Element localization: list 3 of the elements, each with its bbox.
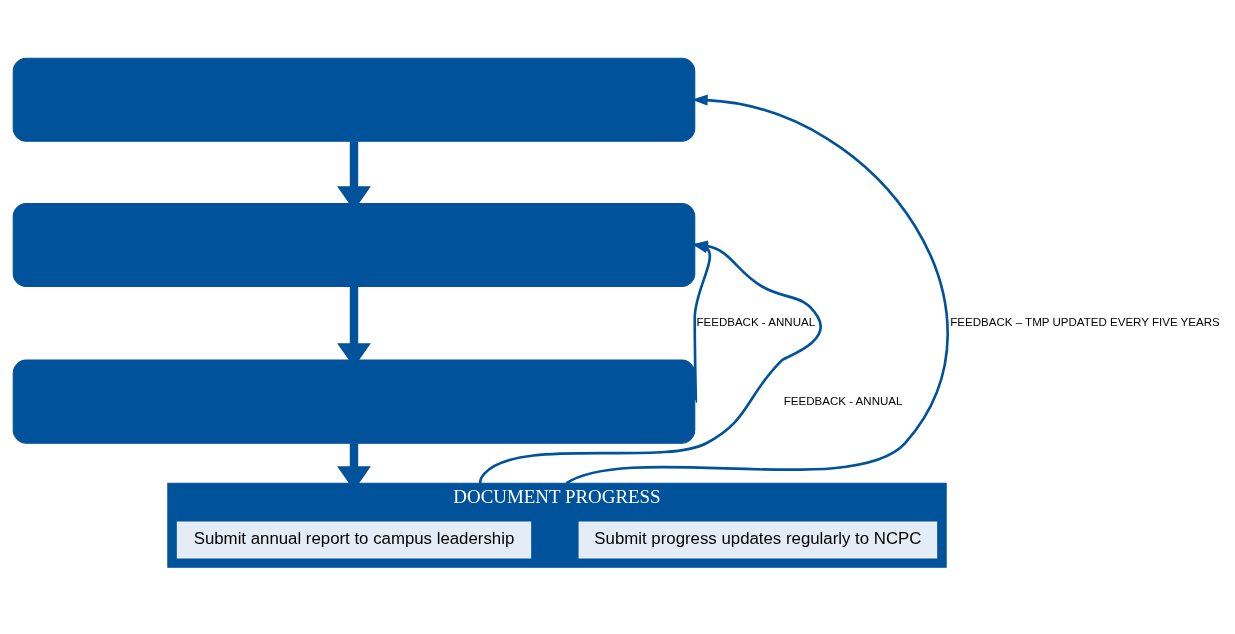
edge-label: FEEDBACK - ANNUAL <box>695 316 815 329</box>
edge-label: FEEDBACK - ANNUAL <box>783 394 902 407</box>
edge-label: FEEDBACK – TMP UPDATED EVERY FIVE YEARS <box>949 316 1220 329</box>
